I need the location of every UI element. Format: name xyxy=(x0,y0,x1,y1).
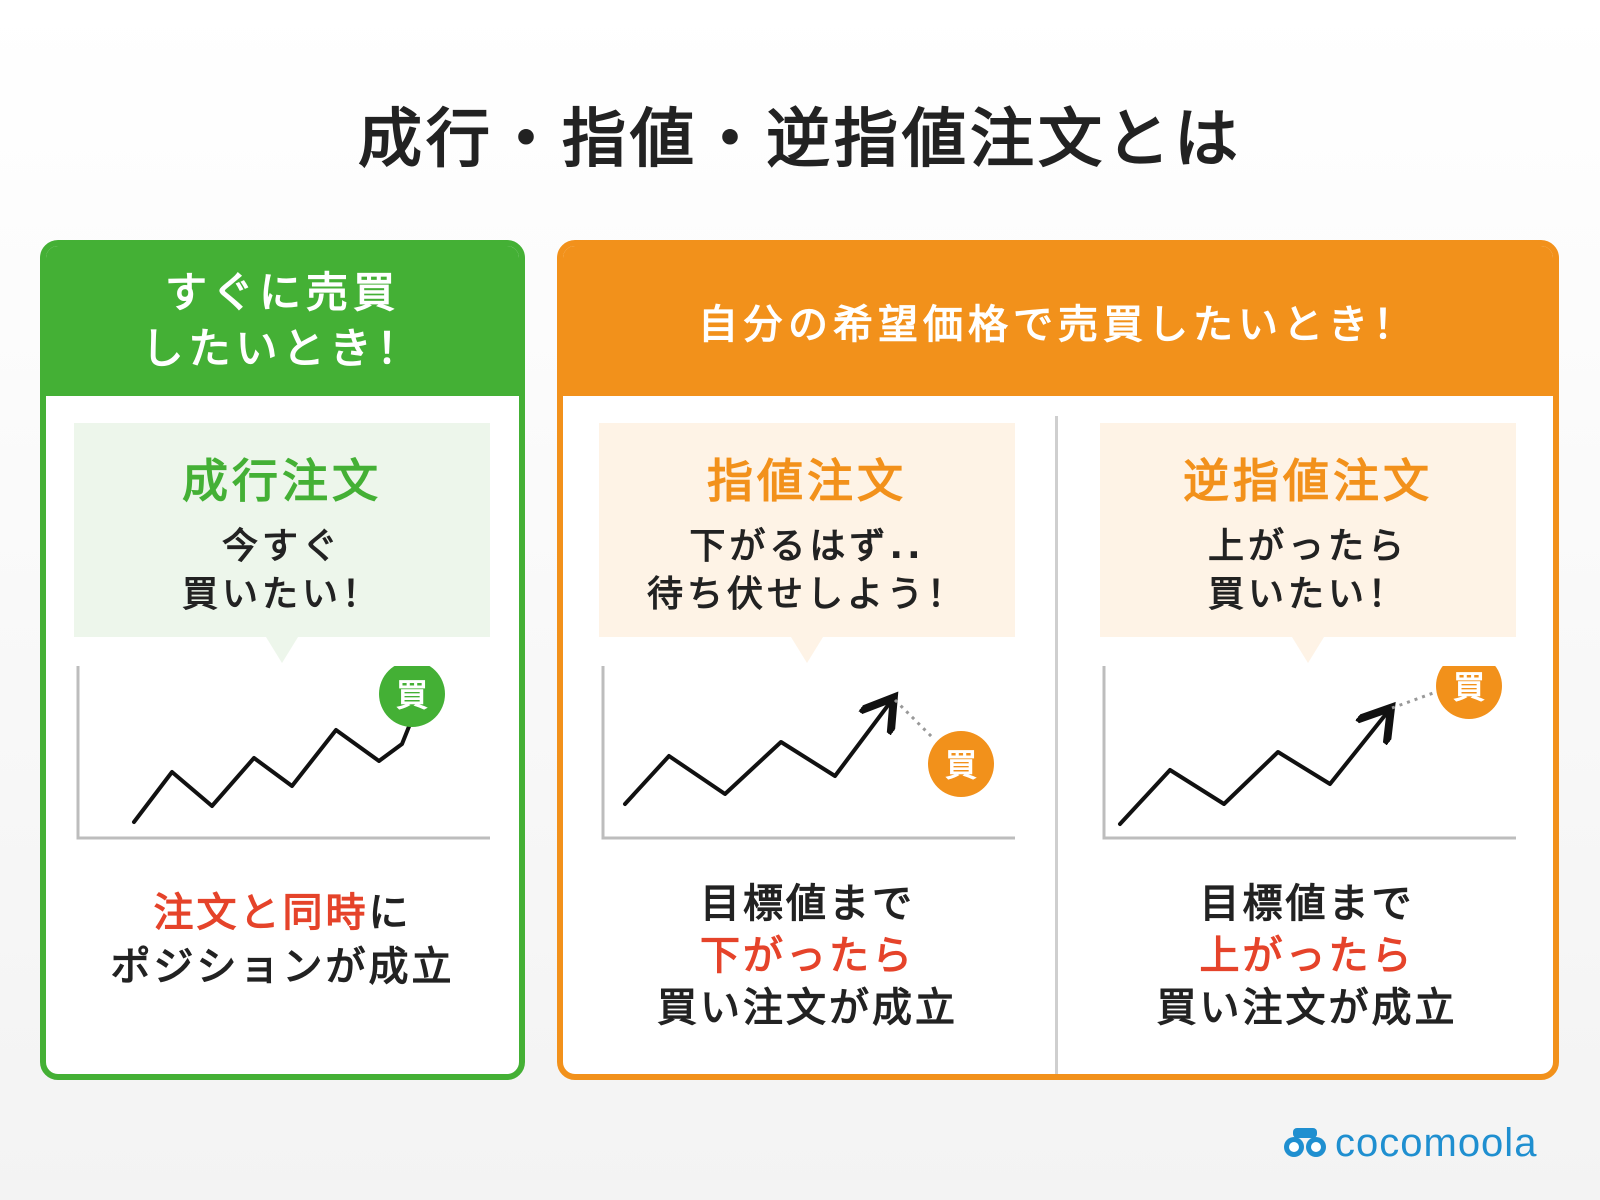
stop-bubble-line2: 買いたい！ xyxy=(1207,574,1408,615)
limit-bubble-line1: 下がるはず.. xyxy=(689,526,925,567)
buy-badge-label: 買 xyxy=(945,746,977,784)
panel-divider xyxy=(1055,416,1058,1074)
market-header-line1: すぐに売買 xyxy=(164,268,400,317)
stop-order-result: 目標値まで 上がったら 買い注文が成立 xyxy=(1061,878,1553,1034)
stop-result-line1: 目標値まで xyxy=(1199,881,1415,927)
stop-order-bubble: 逆指値注文 上がったら 買いたい！ xyxy=(1100,423,1516,663)
page-title: 成行・指値・逆指値注文とは xyxy=(358,103,1242,177)
chart-axis xyxy=(76,666,490,840)
projection-dotted-line xyxy=(893,698,935,740)
market-order-header: すぐに売買 したいとき！ xyxy=(46,246,519,396)
limit-order-name: 指値注文 xyxy=(707,454,907,508)
market-result-line2: ポジションが成立 xyxy=(110,944,455,990)
price-line xyxy=(132,712,416,824)
limit-result-line3: 買い注文が成立 xyxy=(657,985,958,1031)
limit-order-bubble: 指値注文 下がるはず.. 待ち伏せしよう！ xyxy=(599,423,1015,663)
market-order-result: 注文と同時に ポジションが成立 xyxy=(46,886,519,994)
market-bubble-line2: 買いたい！ xyxy=(181,574,382,615)
market-header-line2: したいとき！ xyxy=(141,324,424,373)
limit-group-header: 自分の希望価格で売買したいとき！ xyxy=(563,246,1553,396)
chart-axis xyxy=(601,666,1015,840)
limit-order-chart: 買 xyxy=(601,666,1015,840)
stop-bubble-line1: 上がったら xyxy=(1207,526,1408,567)
market-bubble-line1: 今すぐ xyxy=(221,526,342,567)
buy-badge: 買 xyxy=(1436,666,1502,719)
stop-order-chart: 買 xyxy=(1102,666,1516,840)
price-line xyxy=(1118,714,1386,826)
cocomoola-logo[interactable]: cocomoola xyxy=(1283,1118,1537,1168)
projection-dotted-line xyxy=(1391,690,1437,710)
limit-bubble-line2: 待ち伏せしよう！ xyxy=(646,574,967,615)
limit-result-red: 下がったら xyxy=(700,933,915,979)
stop-result-red: 上がったら xyxy=(1199,933,1415,979)
market-order-bubble: 成行注文 今すぐ 買いたい！ xyxy=(74,423,490,663)
stop-result-line3: 買い注文が成立 xyxy=(1156,985,1458,1031)
binoculars-icon xyxy=(1284,1128,1326,1157)
buy-badge-label: 買 xyxy=(396,676,428,714)
chart-axis xyxy=(1102,666,1516,840)
buy-badge-label: 買 xyxy=(1453,668,1485,706)
limit-order-result: 目標値まで 下がったら 買い注文が成立 xyxy=(563,878,1052,1034)
price-line xyxy=(623,704,889,806)
market-order-chart: 買 xyxy=(76,666,490,840)
buy-badge: 買 xyxy=(379,666,445,727)
limit-result-line1: 目標値まで xyxy=(700,881,915,927)
logo-text: cocomoola xyxy=(1335,1120,1538,1165)
stop-order-name: 逆指値注文 xyxy=(1183,454,1433,508)
market-result-red: 注文と同時 xyxy=(153,890,369,936)
limit-orders-panel: 自分の希望価格で売買したいとき！ 指値注文 下がるはず.. 待ち伏せしよう！ 買… xyxy=(557,240,1559,1080)
buy-badge: 買 xyxy=(928,731,994,797)
market-order-panel: すぐに売買 したいとき！ 成行注文 今すぐ 買いたい！ 買 注文と同時に ポジシ… xyxy=(40,240,525,1080)
market-order-name: 成行注文 xyxy=(182,454,382,508)
market-result-plain: に xyxy=(368,890,412,936)
